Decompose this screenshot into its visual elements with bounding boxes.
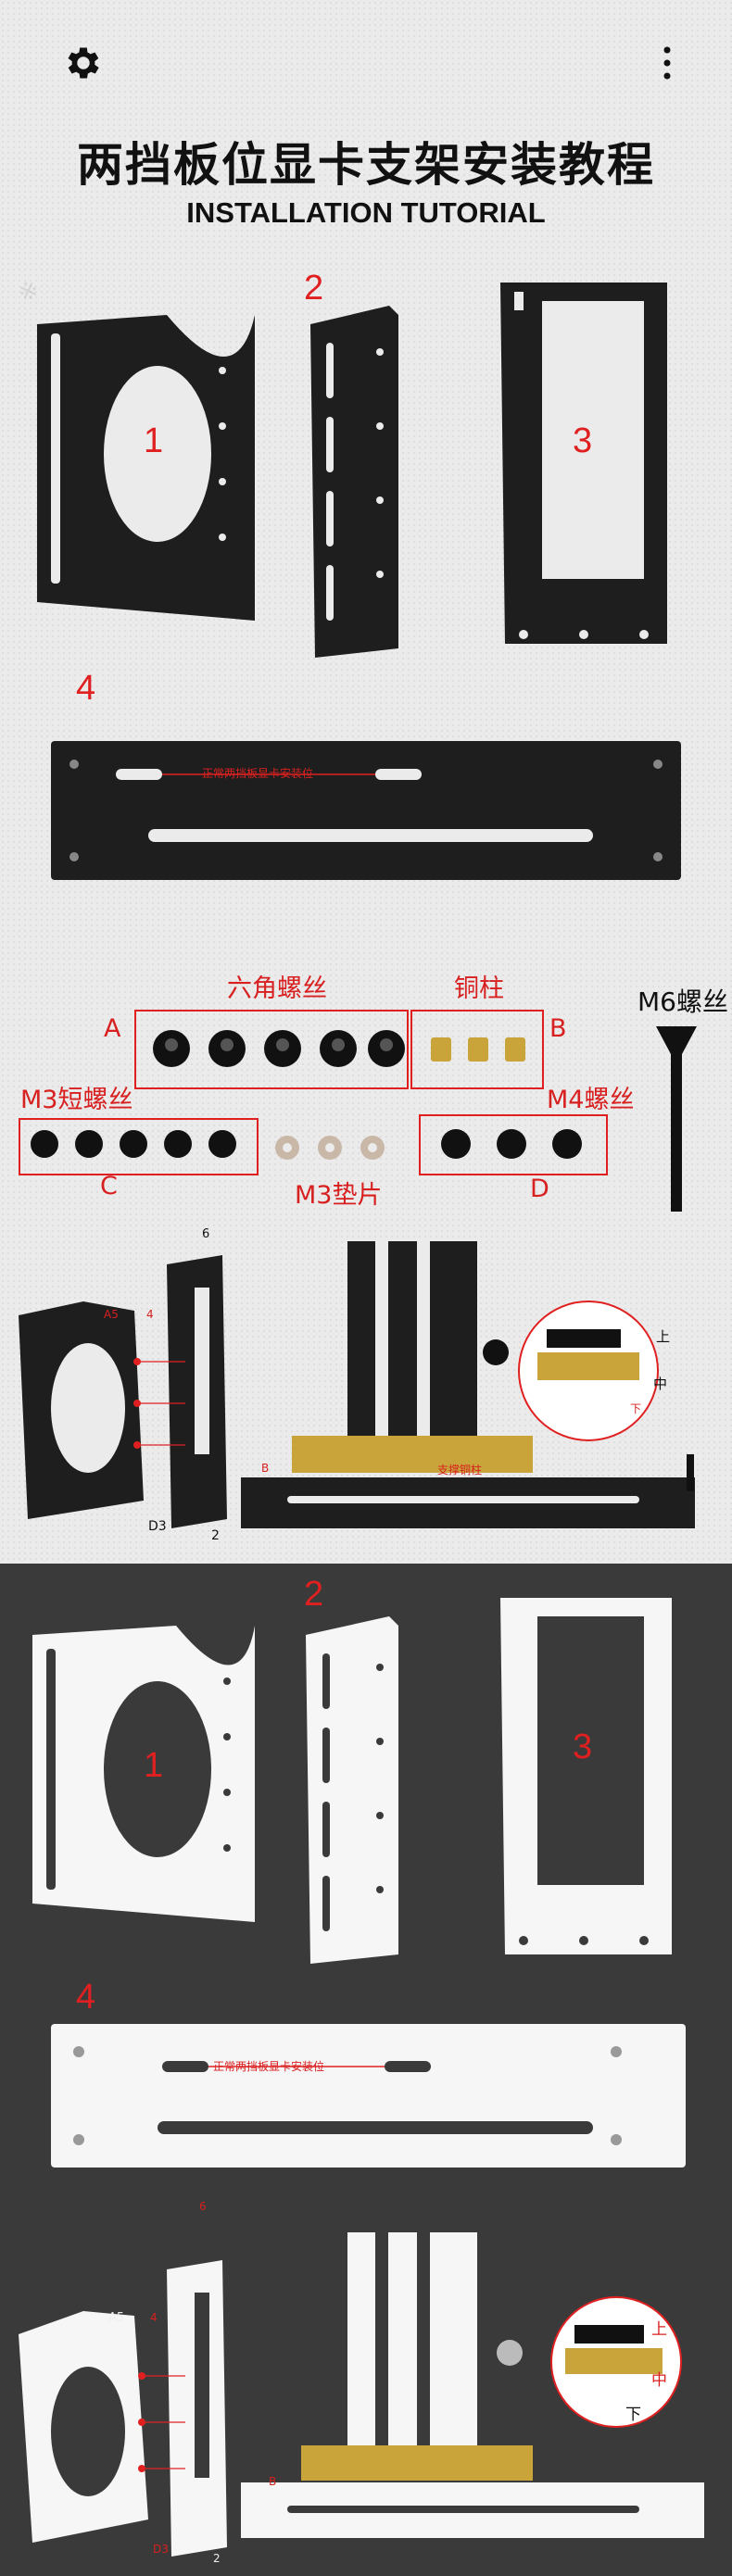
assembly-diagram-white <box>19 2232 704 2557</box>
washer-label: M3垫片 <box>295 1181 383 1210</box>
more-menu-button[interactable] <box>639 35 695 91</box>
dark-zoom-label-mid: 中 <box>651 2371 667 2390</box>
dark-assembly-label-b: B <box>269 2475 277 2488</box>
dark-zoom-label-down: 下 <box>625 2406 641 2424</box>
label-b: B <box>549 1014 567 1043</box>
dark-assembly-label-2: 2 <box>213 2552 221 2565</box>
bracket-part-2 <box>310 306 398 658</box>
dark-part-number-2: 2 <box>304 1575 324 1614</box>
assembly-label-2: 2 <box>211 1528 220 1543</box>
dark-assembly-label-4: 4 <box>150 2311 158 2324</box>
more-vertical-icon <box>663 46 671 80</box>
assembly-label-d3: D3 <box>148 1519 167 1534</box>
rail-install-label: 正常两挡板显卡安装位 <box>202 767 314 780</box>
zoom-label-down: 下 <box>630 1402 642 1415</box>
copper-standoff-label: 铜柱 <box>454 974 504 1003</box>
label-c: C <box>100 1172 118 1200</box>
m6-screw <box>656 1026 697 1212</box>
hex-screws-label: 六角螺丝 <box>227 974 327 1003</box>
dark-zoom-label-up: 上 <box>651 2320 667 2339</box>
hardware-row-2 <box>31 1129 582 1160</box>
zoom-label-up: 上 <box>656 1328 671 1345</box>
m4-screw-label: M4螺丝 <box>547 1086 635 1114</box>
dark-part-number-4: 4 <box>76 1978 96 2017</box>
part-number-3: 3 <box>573 421 593 460</box>
assembly-label-6: 6 <box>202 1227 210 1241</box>
page-subtitle: INSTALLATION TUTORIAL <box>186 196 546 229</box>
m4-screws-box <box>419 1114 608 1175</box>
dark-rail-install-label: 正常两挡板显卡安装位 <box>213 2060 325 2073</box>
assembly-label-4: 4 <box>146 1308 154 1321</box>
assembly-diagram-black <box>19 1241 695 1528</box>
bracket-parts-white <box>32 1598 672 1964</box>
hex-screws-box <box>134 1010 409 1089</box>
copper-standoff-box <box>410 1010 544 1089</box>
m3-short-screws-box <box>19 1118 259 1175</box>
label-a: A <box>104 1014 121 1043</box>
bracket-part-4 <box>51 741 681 880</box>
dark-bracket-part-4 <box>51 2024 686 2168</box>
settings-button[interactable] <box>56 35 111 91</box>
assembly-label-a5: A5 <box>104 1308 119 1321</box>
dark-part-number-1: 1 <box>144 1746 164 1785</box>
gear-icon <box>68 47 99 79</box>
hardware-row-1 <box>153 1030 525 1067</box>
page-title: 两挡板位显卡支架安装教程 <box>77 138 655 192</box>
dark-assembly-label-6: 6 <box>199 2200 207 2213</box>
copper-position-label: 支撑铜柱 <box>437 1464 483 1476</box>
part-number-4: 4 <box>76 669 96 708</box>
assembly-label-b: B <box>261 1462 270 1475</box>
bracket-parts-black <box>37 283 667 658</box>
part-number-2: 2 <box>304 269 324 308</box>
dark-part-number-3: 3 <box>573 1728 593 1766</box>
label-d: D <box>530 1175 549 1203</box>
zoom-label-mid: 中 <box>653 1376 668 1392</box>
m3-short-screw-label: M3短螺丝 <box>20 1086 133 1114</box>
part-number-1: 1 <box>144 421 164 460</box>
dark-assembly-label-d3: D3 <box>153 2543 169 2556</box>
dark-assembly-label-a5: A5 <box>108 2311 125 2325</box>
m6-screw-label: M6螺丝 <box>637 986 728 1017</box>
